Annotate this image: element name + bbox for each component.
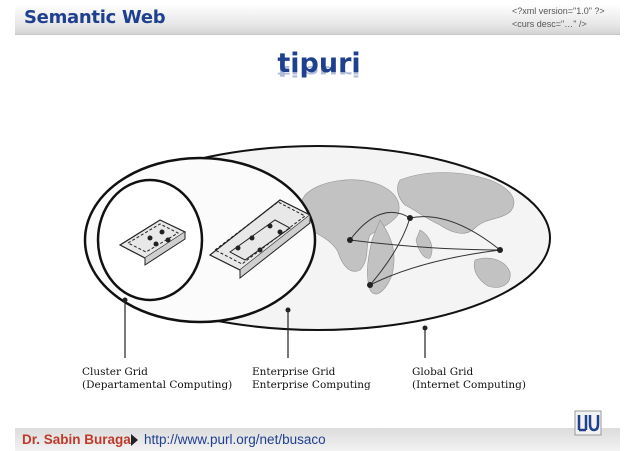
course-title: Semantic Web — [24, 7, 166, 28]
play-arrow-icon — [131, 434, 138, 446]
cluster-grid-caption: Cluster Grid (Departamental Computing) — [82, 366, 232, 392]
network-nodes — [347, 215, 503, 288]
header-bar — [15, 4, 620, 35]
slide-header: Semantic Web <?xml version="1.0" ?> <cur… — [0, 0, 638, 40]
university-logo-icon — [574, 410, 602, 436]
enterprise-nodes — [235, 223, 283, 253]
enterprise-grid-caption: Enterprise Grid Enterprise Computing — [252, 366, 371, 392]
footer-bar — [15, 428, 620, 451]
network-links — [349, 211, 501, 286]
leader-endpoints — [122, 297, 428, 331]
slide-title: tipuri — [277, 48, 361, 79]
slide-title-reflection: tipuri — [277, 61, 361, 79]
xml-course-tag-text: <curs desc="…" /> — [512, 19, 587, 29]
enterprise-grid-caption-title: Enterprise Grid — [252, 366, 336, 378]
enterprise-platform — [208, 199, 312, 280]
enterprise-grid-caption-subtitle: Enterprise Computing — [252, 379, 371, 391]
cluster-nodes — [147, 229, 171, 247]
cluster-platform — [118, 219, 187, 266]
caption-leader-lines — [124, 300, 426, 358]
slide-footer: Dr. Sabin Buraga http://www.purl.org/net… — [0, 420, 638, 451]
cluster-grid-caption-title: Cluster Grid — [82, 366, 148, 378]
xml-declaration-text: <?xml version="1.0" ?> — [512, 6, 605, 16]
global-grid-caption-subtitle: (Internet Computing) — [412, 379, 526, 391]
global-grid-caption-title: Global Grid — [412, 366, 474, 378]
author-name: Dr. Sabin Buraga — [22, 432, 131, 447]
course-url-link[interactable]: http://www.purl.org/net/busaco — [144, 432, 326, 447]
cluster-grid-caption-subtitle: (Departamental Computing) — [82, 379, 233, 391]
grid-types-diagram — [83, 145, 551, 358]
global-grid-caption: Global Grid (Internet Computing) — [412, 366, 526, 392]
